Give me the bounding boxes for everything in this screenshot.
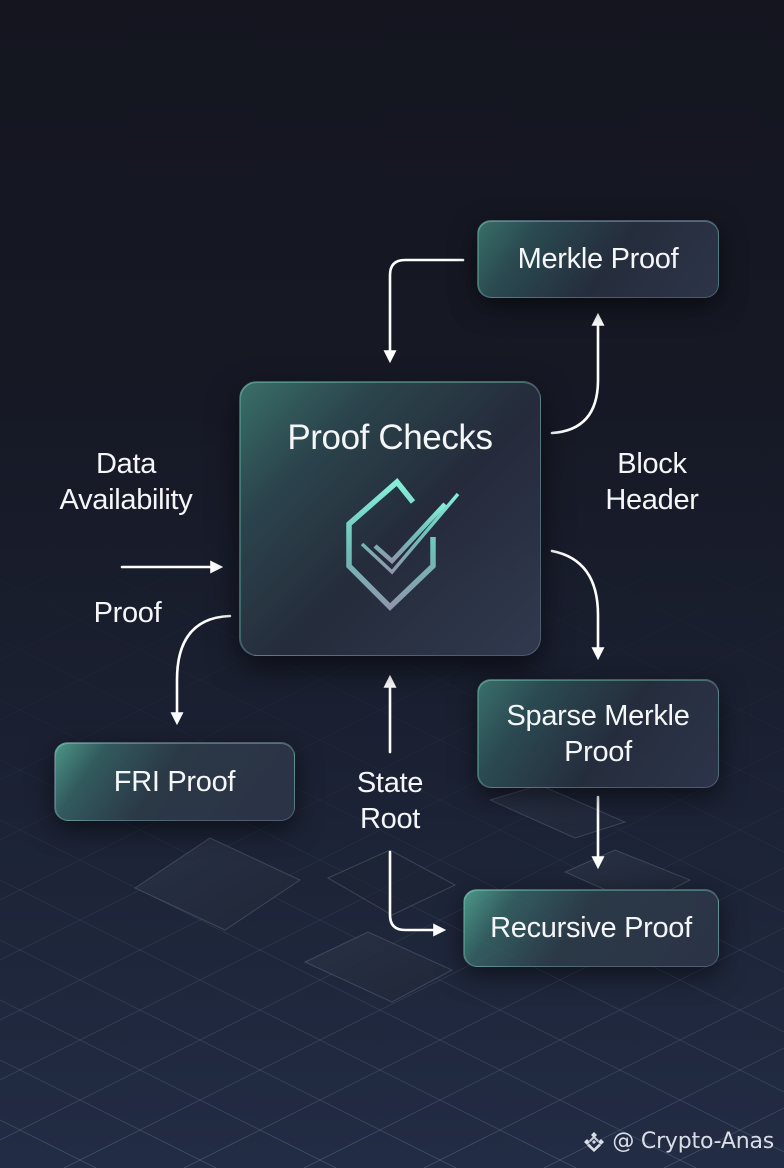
block-header-label: Block Header	[582, 446, 722, 518]
grid-line	[62, 807, 784, 1168]
data-availability-line2: Availability	[59, 484, 193, 516]
grid-line	[422, 987, 784, 1168]
state-root-line1: State	[356, 767, 424, 799]
proof-label: Proof	[93, 597, 162, 629]
watermark-text: @ Crypto-Anas	[612, 1129, 774, 1154]
merkle-proof-label: Merkle Proof	[517, 243, 679, 275]
proof-checks-title: Proof Checks	[287, 418, 493, 457]
grid-line	[0, 500, 40, 1168]
tile	[326, 849, 457, 916]
grid-line	[0, 627, 784, 1021]
grid-line	[0, 999, 338, 1168]
grid-line	[0, 819, 698, 1168]
tile	[133, 837, 302, 931]
watermark: @ Crypto-Anas	[582, 1129, 774, 1154]
grid-line	[0, 747, 784, 1141]
tile	[488, 784, 627, 839]
grid-line	[302, 927, 784, 1168]
grid-line	[0, 939, 458, 1168]
data-availability-label: Data Availability	[36, 446, 216, 518]
state-root-label: State Root	[330, 765, 450, 837]
tile	[303, 931, 454, 1003]
state-root-line2: Root	[359, 803, 421, 835]
merkle-proof-node[interactable]: Merkle Proof	[477, 220, 719, 298]
shield-check-icon	[346, 478, 460, 611]
grid-line	[0, 499, 321, 661]
grid-line	[559, 499, 784, 613]
recursive-proof-label: Recursive Proof	[490, 912, 692, 944]
recursive-proof-node[interactable]: Recursive Proof	[463, 889, 719, 967]
fri-proof-label: FRI Proof	[113, 765, 236, 798]
grid-line	[0, 1059, 218, 1168]
grid-line	[0, 879, 578, 1168]
binance-logo-icon	[584, 1131, 605, 1152]
fri-proof-node[interactable]: FRI Proof	[54, 742, 295, 821]
block-header-line1: Block	[617, 448, 687, 480]
data-availability-line1: Data	[95, 448, 157, 480]
sparse-merkle-proof-label-line1: Sparse Merkle	[506, 699, 690, 732]
grid-line	[542, 1047, 784, 1168]
grid-line	[0, 639, 784, 1033]
sparse-merkle-proof-node[interactable]: Sparse Merkle Proof	[477, 679, 719, 788]
sparse-merkle-proof-label-line2: Proof	[564, 735, 632, 768]
grid-line	[0, 759, 784, 1153]
grid-line	[782, 1167, 784, 1168]
grid-line	[439, 499, 784, 673]
block-header-line2: Header	[605, 484, 699, 516]
grid-line	[182, 867, 784, 1168]
grid-line	[0, 579, 784, 973]
proof-checks-node[interactable]: Proof Checks	[239, 381, 541, 656]
grid-line	[0, 687, 784, 1081]
grid-line	[0, 699, 784, 1093]
